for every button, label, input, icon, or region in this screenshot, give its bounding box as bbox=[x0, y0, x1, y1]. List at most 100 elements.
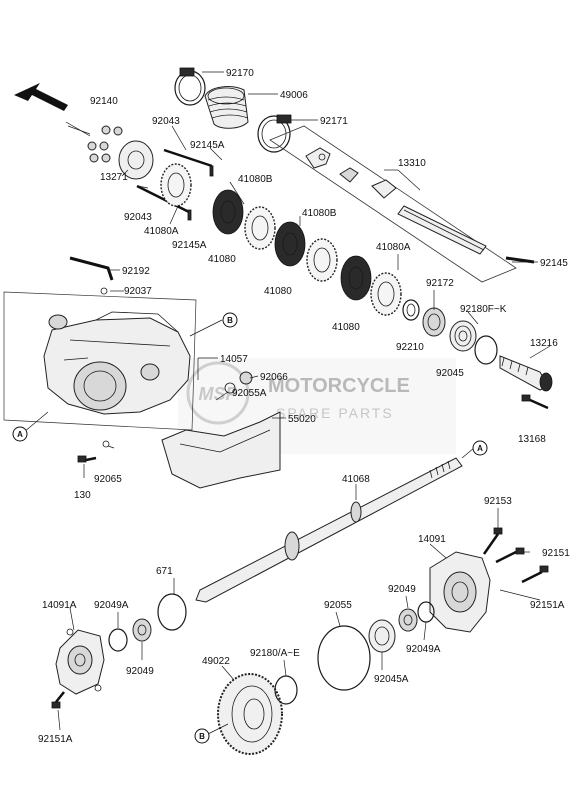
bolts-92153-92151 bbox=[482, 527, 549, 584]
pinion-13216 bbox=[499, 355, 553, 392]
part-label: 92049A bbox=[94, 600, 129, 611]
housing-14091 bbox=[429, 551, 491, 633]
part-label: 92145A bbox=[190, 140, 225, 151]
part-label: 92140 bbox=[90, 96, 118, 107]
part-label: 13216 bbox=[530, 338, 558, 349]
part-labels: 92170 49006 92140 92043 92171 92145A 133… bbox=[38, 68, 570, 745]
part-label: 92151A bbox=[530, 600, 565, 611]
part-label: 92171 bbox=[320, 116, 348, 127]
part-label: 13168 bbox=[518, 434, 546, 445]
part-label: 92170 bbox=[226, 68, 254, 79]
plate-41080B-1 bbox=[160, 163, 192, 207]
part-label: 671 bbox=[156, 566, 173, 577]
part-label: 92066 bbox=[260, 372, 288, 383]
bearing-92045A bbox=[368, 619, 396, 653]
svg-text:A: A bbox=[477, 444, 483, 453]
part-label: 49006 bbox=[280, 90, 308, 101]
part-label: 92049 bbox=[126, 666, 154, 677]
gear-case-14057 bbox=[3, 291, 197, 431]
part-label: 14057 bbox=[220, 354, 248, 365]
drive-shaft-41068 bbox=[195, 457, 463, 603]
part-label: 92180/A~E bbox=[250, 648, 300, 659]
plate-41080B-2 bbox=[244, 206, 276, 250]
callout-B-case: B bbox=[222, 312, 238, 328]
part-label: 55020 bbox=[288, 414, 316, 425]
part-label: 41068 bbox=[342, 474, 370, 485]
seal-92049-left bbox=[132, 618, 152, 642]
part-label: 92055A bbox=[232, 388, 267, 399]
plate-41080-2 bbox=[274, 221, 306, 267]
watermark-line2: SPARE PARTS bbox=[276, 405, 394, 421]
bracket-55020 bbox=[161, 411, 281, 489]
part-label: 92210 bbox=[396, 342, 424, 353]
part-label: 92065 bbox=[94, 474, 122, 485]
bolt-92145 bbox=[505, 256, 535, 264]
oring-671 bbox=[157, 593, 187, 631]
part-label: 92145A bbox=[172, 240, 207, 251]
part-label: 41080 bbox=[208, 254, 236, 265]
plate-41080-1 bbox=[212, 189, 244, 235]
ring-gear-49022 bbox=[217, 673, 283, 755]
part-label: 41080B bbox=[302, 208, 337, 219]
watermark-line1: MOTORCYCLE bbox=[268, 375, 410, 397]
callout-A-shaft: A bbox=[472, 440, 488, 456]
part-label: 13271 bbox=[100, 172, 128, 183]
part-label: 92151A bbox=[38, 734, 73, 745]
seal-92172 bbox=[422, 307, 446, 337]
oring-92180FK bbox=[474, 335, 498, 365]
part-label: 92145 bbox=[540, 258, 568, 269]
leader-lines bbox=[23, 71, 551, 735]
callout-B-gear: B bbox=[194, 728, 210, 744]
bolt-92065 bbox=[102, 440, 110, 448]
seal-92049-right bbox=[398, 608, 418, 632]
part-label: 92172 bbox=[426, 278, 454, 289]
part-label: 92180F~K bbox=[460, 304, 507, 315]
plate-41080-3 bbox=[340, 255, 372, 301]
callout-A-case: A bbox=[12, 426, 28, 442]
part-label: 92037 bbox=[124, 286, 152, 297]
seal-left bbox=[48, 314, 68, 330]
part-label: 14091A bbox=[42, 600, 77, 611]
clamp-92170 bbox=[174, 67, 206, 106]
bolt-92151A-left bbox=[51, 691, 65, 709]
oring-92180AE bbox=[274, 675, 298, 705]
part-label: 41080 bbox=[332, 322, 360, 333]
bolt-130 bbox=[77, 455, 97, 463]
part-label: 92055 bbox=[324, 600, 352, 611]
svg-text:B: B bbox=[199, 732, 205, 741]
washer-92210 bbox=[402, 299, 420, 321]
watermark-logo: MSP bbox=[198, 384, 238, 404]
svg-text:A: A bbox=[17, 430, 23, 439]
part-label: 92049 bbox=[388, 584, 416, 595]
pins-92140 bbox=[87, 125, 123, 163]
plate-41080A bbox=[370, 272, 402, 316]
part-label: 130 bbox=[74, 490, 91, 501]
part-label: 41080A bbox=[144, 226, 179, 237]
part-label: 13310 bbox=[398, 158, 426, 169]
part-label: 92151 bbox=[542, 548, 570, 559]
oring-92055 bbox=[317, 625, 371, 691]
part-label: 49022 bbox=[202, 656, 230, 667]
part-label: 92049A bbox=[406, 644, 441, 655]
part-label: 41080A bbox=[376, 242, 411, 253]
part-label: 92153 bbox=[484, 496, 512, 507]
springs-92043 bbox=[136, 148, 214, 221]
part-label: 92043 bbox=[152, 116, 180, 127]
part-label: 14091 bbox=[418, 534, 446, 545]
part-label: 92045A bbox=[374, 674, 409, 685]
boot-49006 bbox=[204, 86, 249, 129]
watermark-logo-ring bbox=[186, 361, 250, 425]
clamp-92171 bbox=[257, 114, 292, 153]
housing-14091A bbox=[55, 628, 105, 695]
shaft-assembly-13310 bbox=[269, 125, 517, 283]
plate-41080B-3 bbox=[306, 238, 338, 282]
plug-92066 bbox=[224, 371, 253, 394]
part-label: 92045 bbox=[436, 368, 464, 379]
bolt-13168 bbox=[521, 394, 549, 410]
part-label: 41080 bbox=[264, 286, 292, 297]
front-direction-arrow-icon bbox=[14, 83, 68, 111]
shim-13271 bbox=[118, 140, 154, 180]
svg-text:B: B bbox=[227, 316, 233, 325]
